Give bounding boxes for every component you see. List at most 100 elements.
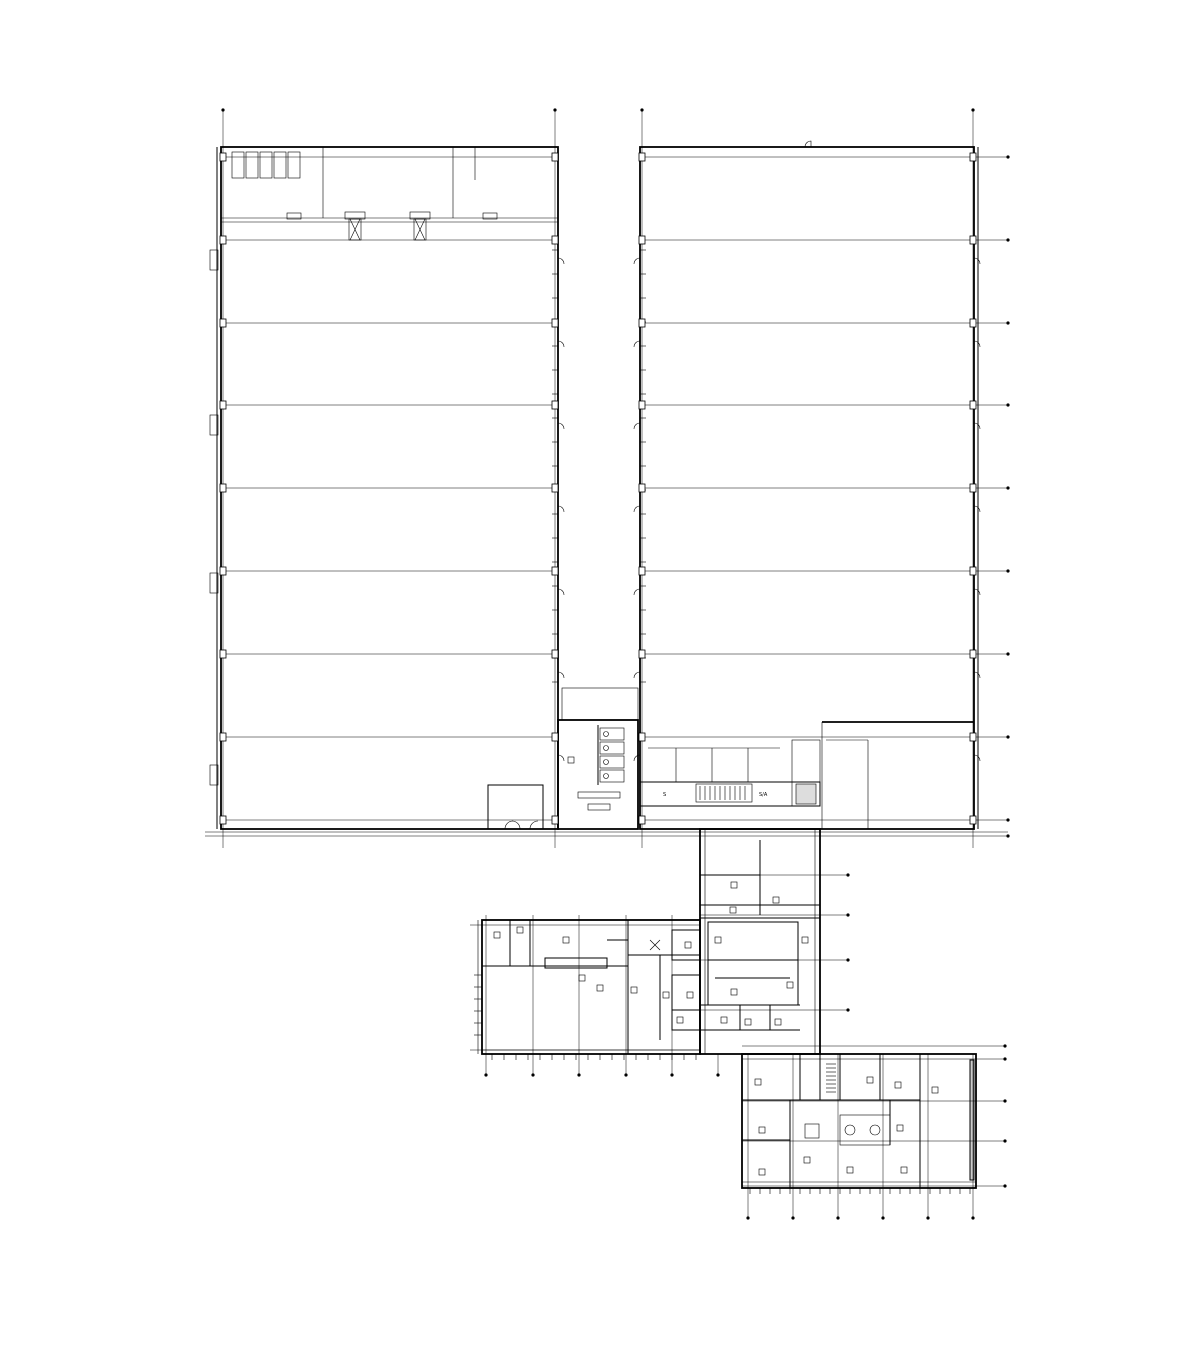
- door-swing: [973, 257, 981, 265]
- loading-annex: [487, 784, 544, 830]
- column: [969, 649, 977, 659]
- grid-bubble: [846, 913, 850, 917]
- grid-bubble: [1006, 735, 1010, 739]
- room-tag: [754, 1078, 762, 1086]
- column: [551, 815, 559, 825]
- room-tags: [493, 756, 939, 1176]
- room-tag: [744, 1018, 752, 1026]
- door-swing: [633, 340, 641, 348]
- room-tag: [686, 991, 694, 999]
- room-tag: [758, 1126, 766, 1134]
- grid-bubble: [1003, 1099, 1007, 1103]
- door-swing: [557, 671, 565, 679]
- grid-bubble: [670, 1073, 674, 1077]
- column: [969, 566, 977, 576]
- right-warehouse: [639, 140, 979, 830]
- column: [638, 815, 646, 825]
- column: [219, 483, 227, 493]
- column: [219, 400, 227, 410]
- grid-bubble: [1006, 403, 1010, 407]
- column: [969, 483, 977, 493]
- grid-bubble: [553, 108, 557, 112]
- door-swing: [973, 588, 981, 596]
- column: [969, 732, 977, 742]
- column: [219, 235, 227, 245]
- column: [551, 152, 559, 162]
- room-tag: [900, 1166, 908, 1174]
- grid-bubble: [221, 108, 225, 112]
- lower-left-wing-outline: [481, 919, 701, 1055]
- grid-bubble: [846, 873, 850, 877]
- door-label-b: S/A: [759, 792, 768, 798]
- grid-bubble: [1006, 818, 1010, 822]
- room-tag: [931, 1086, 939, 1094]
- column: [638, 649, 646, 659]
- room-tag: [596, 984, 604, 992]
- column: [638, 152, 646, 162]
- column: [551, 318, 559, 328]
- door-swing: [973, 754, 981, 762]
- room-tag: [720, 1016, 728, 1024]
- grid-bubble: [624, 1073, 628, 1077]
- grid-bubbles: [221, 108, 1010, 1220]
- room-tag: [730, 988, 738, 996]
- door-swing: [973, 505, 981, 513]
- west-side-details: [209, 249, 219, 786]
- door-swing: [557, 505, 565, 513]
- door-swing: [633, 754, 641, 762]
- room-tag: [714, 936, 722, 944]
- door-swing: [557, 257, 565, 265]
- door-label-a: S: [663, 792, 666, 798]
- grid-bubble: [836, 1216, 840, 1220]
- lower-left-wing: [477, 919, 701, 1055]
- grid-bubble: [640, 108, 644, 112]
- door-swing: [633, 671, 641, 679]
- room-tag: [896, 1124, 904, 1132]
- room-tag: [684, 941, 692, 949]
- door-swing: [557, 588, 565, 596]
- door-swing: [557, 422, 565, 430]
- grid-bubble: [1003, 1184, 1007, 1188]
- grid-bubble: [1006, 569, 1010, 573]
- column: [638, 732, 646, 742]
- grid-bubble: [1006, 652, 1010, 656]
- grid-bubble: [1006, 834, 1010, 838]
- column: [551, 483, 559, 493]
- grid-bubble: [746, 1216, 750, 1220]
- grid-bubble: [846, 958, 850, 962]
- room-tag: [493, 931, 501, 939]
- column: [969, 815, 977, 825]
- column: [638, 566, 646, 576]
- column: [551, 235, 559, 245]
- grid-bubble: [1003, 1139, 1007, 1143]
- grid-bubble: [881, 1216, 885, 1220]
- grid-bubble: [1006, 486, 1010, 490]
- grid-bubble: [791, 1216, 795, 1220]
- grid-bubble: [926, 1216, 930, 1220]
- middle-wing: [699, 828, 821, 1055]
- room-tag: [786, 981, 794, 989]
- room-tag: [758, 1168, 766, 1176]
- room-tag: [894, 1081, 902, 1089]
- structural-grid: [205, 110, 1008, 1218]
- column: [551, 566, 559, 576]
- column: [551, 732, 559, 742]
- room-tag: [866, 1076, 874, 1084]
- column: [638, 318, 646, 328]
- column: [969, 400, 977, 410]
- column: [219, 649, 227, 659]
- column: [219, 815, 227, 825]
- room-tag: [803, 1156, 811, 1164]
- column: [219, 318, 227, 328]
- door-swing: [973, 340, 981, 348]
- column: [219, 732, 227, 742]
- door-swing: [557, 340, 565, 348]
- grid-bubble: [531, 1073, 535, 1077]
- column: [969, 235, 977, 245]
- room-tag: [774, 1018, 782, 1026]
- grid-bubble: [846, 1008, 850, 1012]
- column: [638, 483, 646, 493]
- room-tag: [567, 756, 575, 764]
- room-tag: [772, 896, 780, 904]
- room-tag: [730, 881, 738, 889]
